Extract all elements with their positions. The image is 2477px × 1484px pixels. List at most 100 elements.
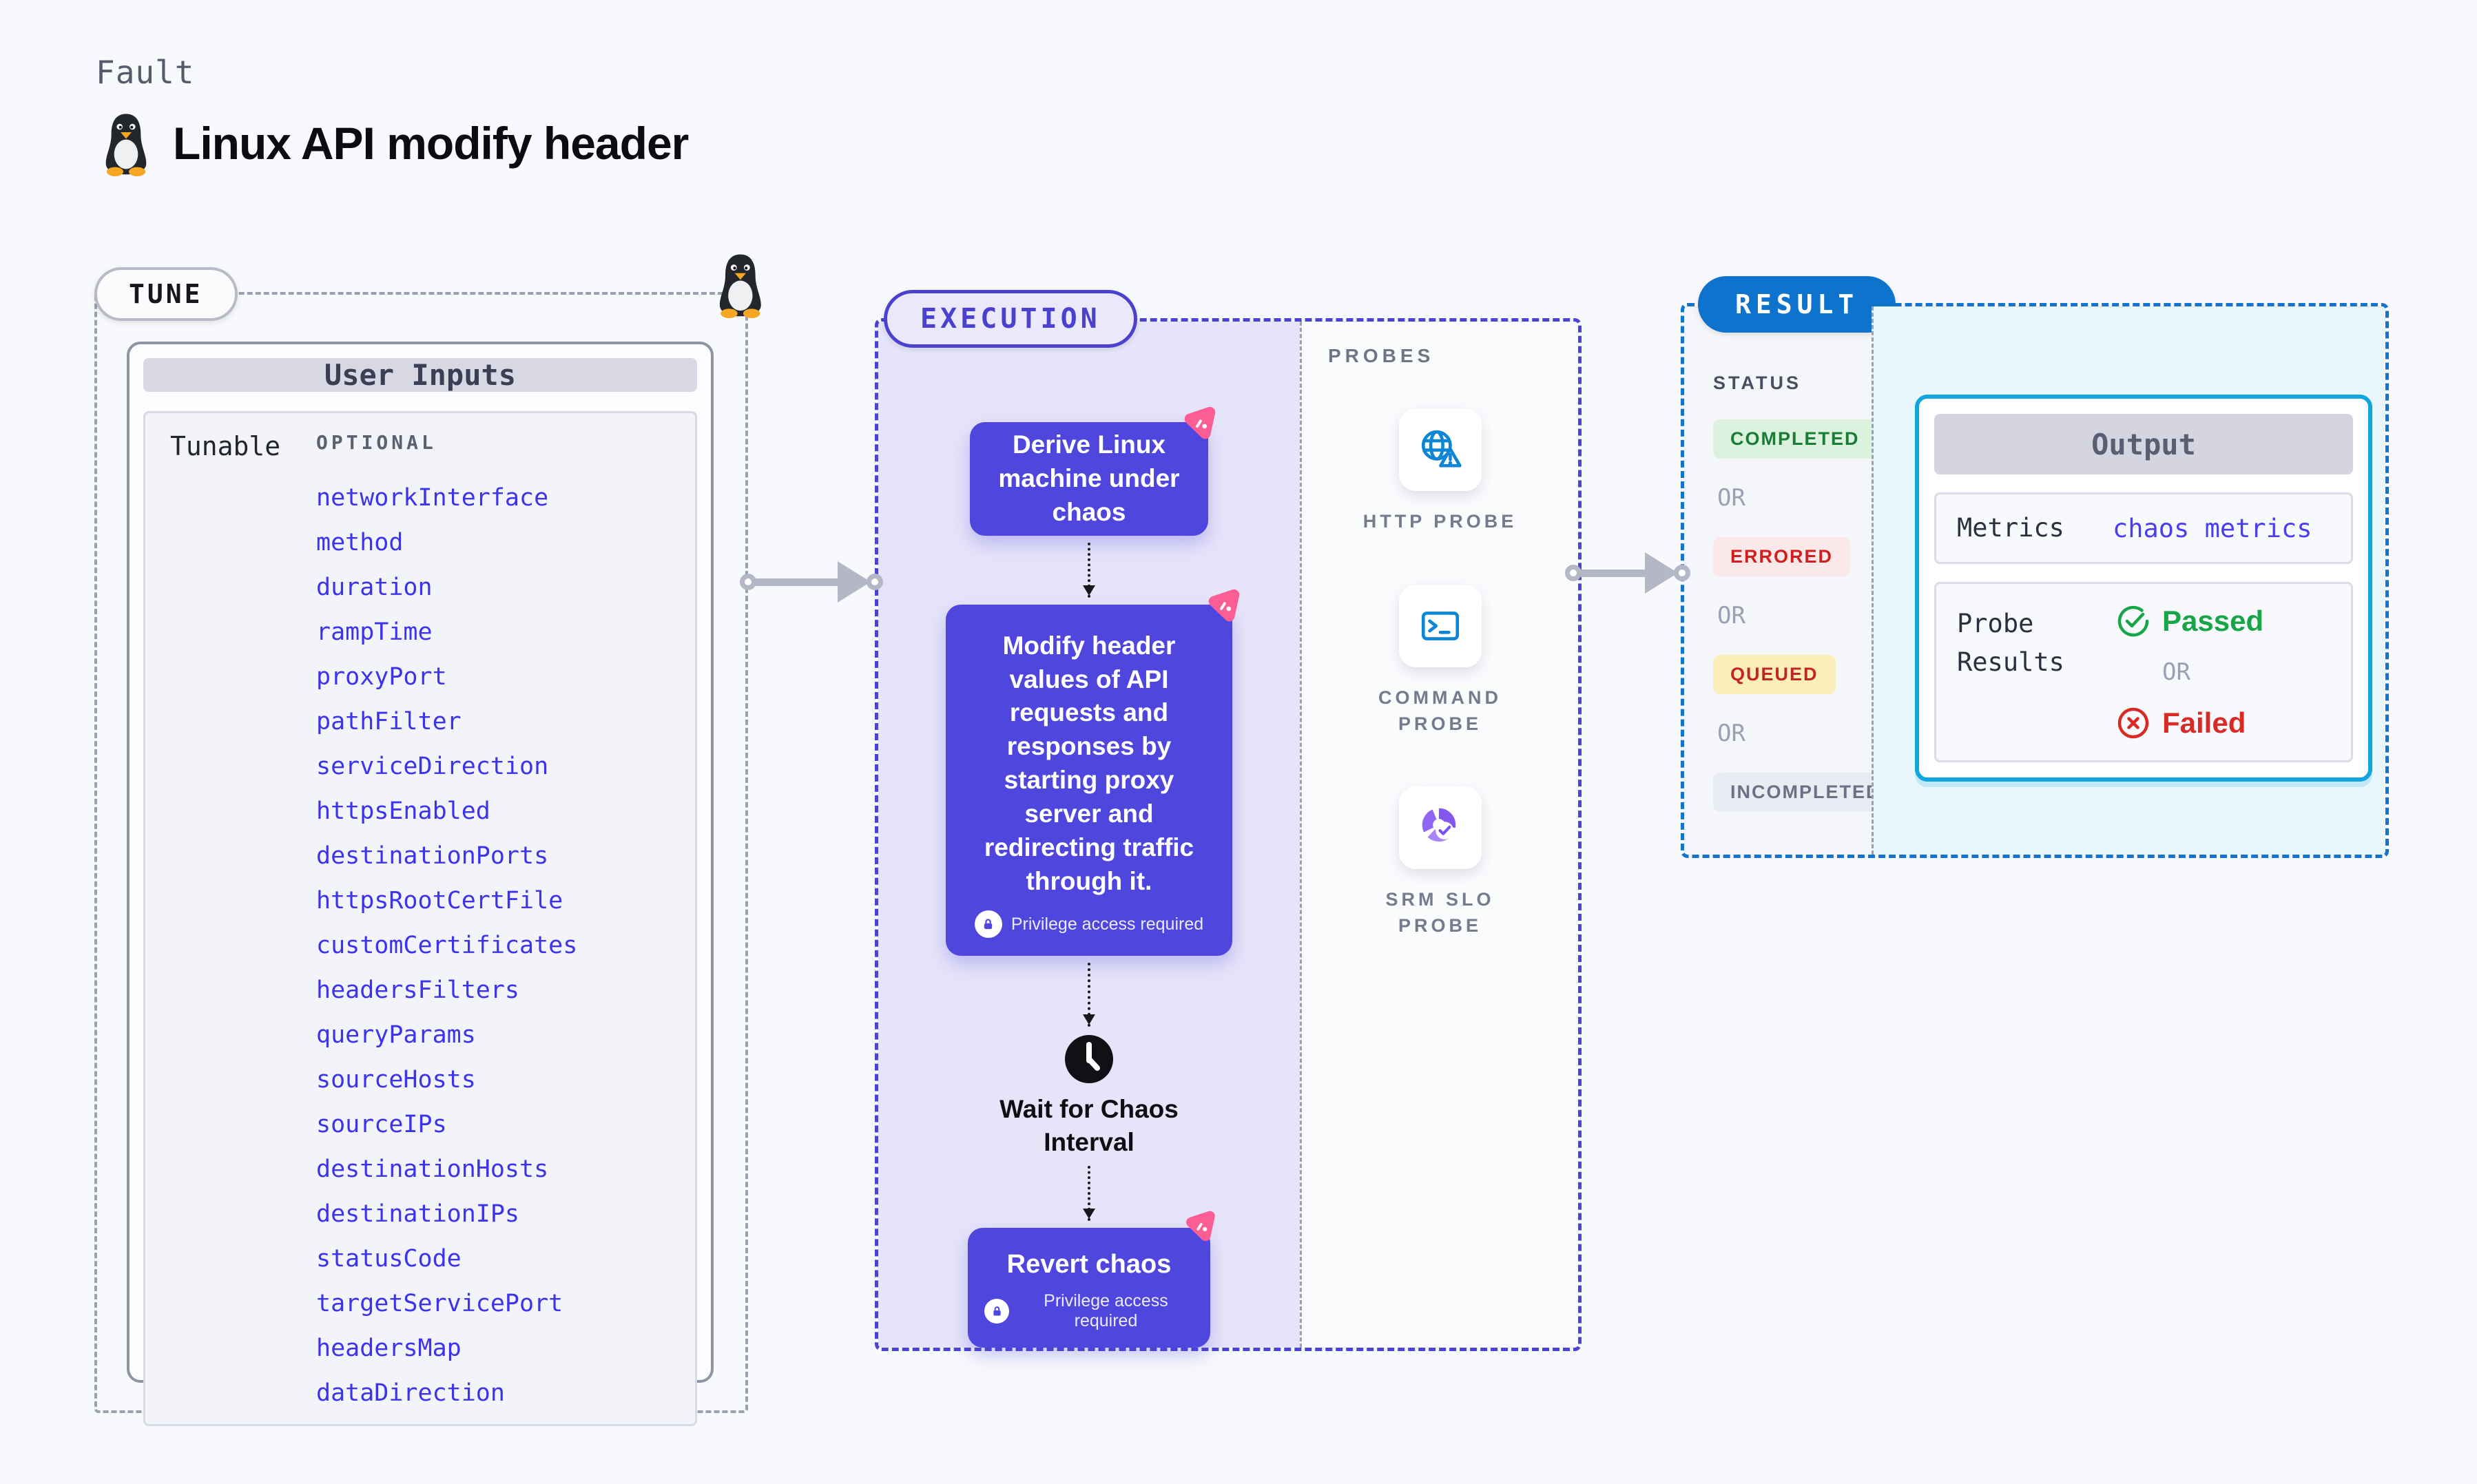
metrics-row: Metrics chaos metrics — [1934, 492, 2353, 564]
tunable-link[interactable]: pathFilter — [316, 708, 462, 735]
tux-penguin-icon — [105, 114, 147, 176]
clock-icon — [1065, 1035, 1113, 1084]
srm-slo-probe: SRM SLO PROBE — [1342, 786, 1538, 939]
slo-donut-check-icon — [1422, 808, 1455, 842]
metrics-label: Metrics — [1957, 513, 2064, 543]
revert-chaos-label: Revert chaos — [1006, 1249, 1172, 1279]
execution-badge: EXECUTION — [884, 290, 1137, 348]
arrow-head — [838, 561, 871, 603]
chaos-metrics-link[interactable]: chaos metrics — [2112, 513, 2312, 543]
probe-results-row: Probe Results Passed OR — [1934, 582, 2353, 762]
status-label: STATUS — [1713, 373, 1801, 393]
fault-eyebrow-label: Fault — [96, 54, 195, 91]
probes-label: PROBES — [1328, 345, 1435, 366]
tunable-link[interactable]: sourceIPs — [316, 1111, 447, 1138]
http-probe: HTTP PROBE — [1363, 408, 1517, 535]
srm-slo-probe-card — [1398, 786, 1482, 870]
status-column: STATUS COMPLETED OR ERRORED OR QUEUED OR… — [1684, 306, 1898, 855]
tunable-link[interactable]: dataDirection — [316, 1379, 505, 1407]
tunable-link[interactable]: queryParams — [316, 1021, 476, 1049]
status-badge-incompleted: INCOMPLETED — [1713, 773, 1898, 812]
execution-to-result-arrow — [1565, 551, 1690, 595]
connector-dot — [1565, 565, 1582, 581]
tunable-link[interactable]: httpsRootCertFile — [316, 887, 563, 915]
tunable-list: networkInterface method duration rampTim… — [316, 484, 695, 1407]
passed-label: Passed — [2162, 605, 2264, 637]
execution-flow: Derive Linux machine under chaos Modify … — [878, 322, 1300, 1348]
or-separator: OR — [1717, 484, 1745, 512]
tunable-link[interactable]: headersFilters — [316, 976, 520, 1004]
lock-icon — [974, 910, 1002, 939]
wait-step-label: Wait for Chaos Interval — [999, 1095, 1179, 1157]
connector-dot — [1674, 565, 1690, 581]
execution-section: EXECUTION Derive Linux machine under cha… — [875, 290, 1582, 1351]
privilege-note: Privilege access required — [984, 1291, 1194, 1331]
tunable-link[interactable]: networkInterface — [316, 484, 549, 512]
output-card: Output Metrics chaos metrics Probe Resul… — [1915, 395, 2372, 782]
tunables-panel: Tunable OPTIONAL networkInterface method… — [143, 411, 697, 1426]
or-separator: OR — [2162, 658, 2190, 686]
flow-arrow-down — [1083, 1166, 1095, 1221]
srm-slo-probe-label: SRM SLO PROBE — [1385, 889, 1495, 937]
flow-arrow-down — [1083, 543, 1095, 598]
failed-label: Failed — [2162, 707, 2246, 739]
page-title-row: Linux API modify header — [99, 110, 689, 176]
command-probe: COMMAND PROBE — [1342, 584, 1538, 738]
tunable-link[interactable]: rampTime — [316, 618, 433, 646]
chaos-experiment-icon — [1208, 589, 1240, 622]
tune-section: TUNE User Inputs Tunable OPTIONAL networ… — [94, 254, 762, 1426]
tunable-row-label: Tunable — [170, 431, 281, 461]
tunable-link[interactable]: proxyPort — [316, 663, 447, 691]
globe-alert-icon — [1421, 430, 1462, 468]
http-probe-card — [1398, 408, 1482, 491]
tunable-link[interactable]: statusCode — [316, 1245, 462, 1273]
lock-icon — [984, 1299, 1009, 1324]
output-title: Output — [1934, 414, 2353, 475]
wait-step: Wait for Chaos Interval — [975, 1034, 1203, 1159]
tunable-link[interactable]: method — [316, 529, 404, 556]
x-circle-icon — [2117, 707, 2149, 739]
user-inputs-title: User Inputs — [143, 358, 697, 392]
modify-header-label: Modify header values of API requests and… — [984, 631, 1194, 895]
status-badge-queued: QUEUED — [1713, 655, 1836, 694]
connector-dot — [867, 574, 883, 590]
privilege-note: Privilege access required — [974, 910, 1204, 939]
optional-column-header: OPTIONAL — [316, 431, 437, 454]
or-separator: OR — [1717, 602, 1745, 629]
chaos-experiment-icon — [1186, 1211, 1215, 1241]
connector-dot — [740, 574, 756, 590]
tunable-link[interactable]: customCertificates — [316, 932, 578, 959]
tunable-link[interactable]: httpsEnabled — [316, 797, 490, 825]
tunable-link[interactable]: duration — [316, 574, 433, 601]
arrow-head — [1645, 552, 1678, 594]
command-probe-card — [1398, 584, 1482, 667]
tunable-link[interactable]: headersMap — [316, 1335, 462, 1362]
status-badge-completed: COMPLETED — [1713, 419, 1877, 459]
arrow-shaft — [1579, 569, 1647, 577]
tunable-link[interactable]: sourceHosts — [316, 1066, 476, 1094]
tunable-link[interactable]: serviceDirection — [316, 753, 549, 780]
tunables-column: OPTIONAL networkInterface method duratio… — [316, 413, 695, 1424]
tux-penguin-icon — [720, 254, 762, 318]
tunable-link[interactable]: destinationIPs — [316, 1200, 520, 1228]
tunable-link[interactable]: destinationPorts — [316, 842, 549, 870]
tunable-link[interactable]: destinationHosts — [316, 1156, 549, 1183]
probe-results-label: Probe Results — [1957, 609, 2064, 677]
privilege-note-text: Privilege access required — [1044, 1291, 1168, 1331]
privilege-note-text: Privilege access required — [1011, 914, 1204, 934]
tunable-link[interactable]: targetServicePort — [316, 1290, 563, 1317]
tune-badge: TUNE — [94, 267, 238, 321]
modify-header-node: Modify header values of API requests and… — [946, 589, 1240, 957]
revert-chaos-node: Revert chaos Privilege access required — [968, 1211, 1215, 1348]
or-separator: OR — [1717, 720, 1745, 747]
derive-machine-node: Derive Linux machine under chaos — [970, 406, 1216, 536]
output-panel: Output Metrics chaos metrics Probe Resul… — [1872, 306, 2385, 855]
probes-panel: PROBES HTTP PROBE — [1300, 322, 1578, 1348]
chaos-experiment-icon — [1184, 406, 1216, 439]
flow-arrow-down — [1083, 963, 1095, 1027]
result-section: RESULT STATUS COMPLETED OR ERRORED OR QU… — [1681, 276, 2389, 858]
result-badge: RESULT — [1698, 276, 1896, 333]
probe-results-values: Passed OR Failed — [2117, 605, 2263, 740]
page-title: Linux API modify header — [173, 118, 689, 169]
